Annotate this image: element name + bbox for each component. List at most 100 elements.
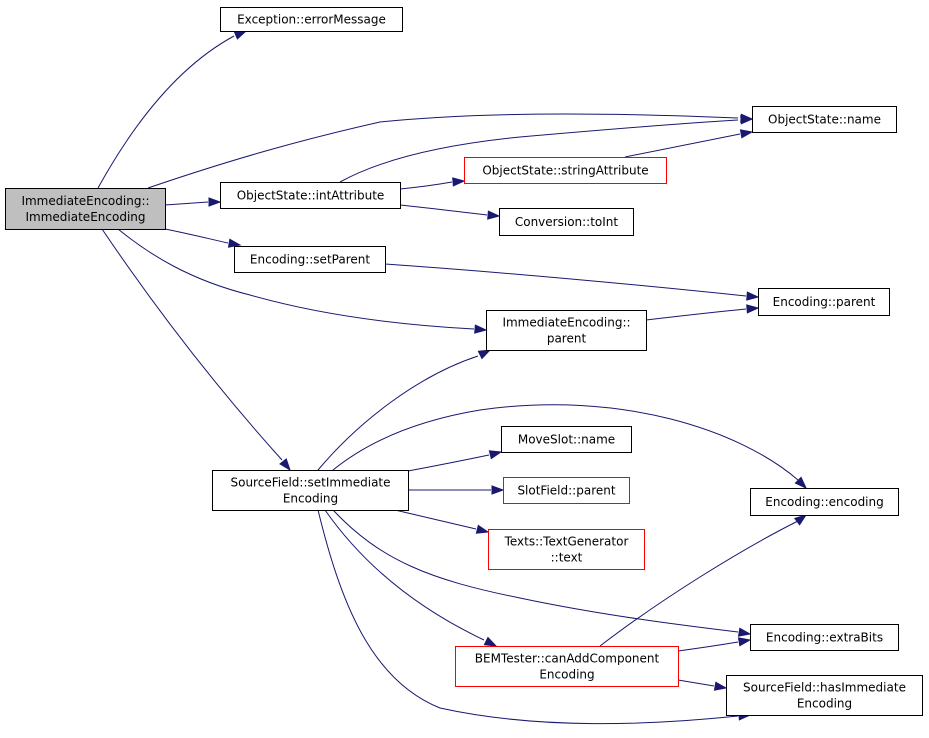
node-box xyxy=(5,188,166,230)
node-label: Encoding xyxy=(539,668,594,682)
arrowhead-icon xyxy=(474,324,488,334)
arrowhead-icon xyxy=(740,115,754,125)
node-encpar[interactable]: Encoding::parent xyxy=(758,288,890,316)
arrowhead-icon xyxy=(746,291,760,301)
arrowhead-icon xyxy=(208,197,222,207)
node-label: Encoding::extraBits xyxy=(766,631,883,645)
edge-line xyxy=(645,308,747,321)
nodes-layer: ImmediateEncoding::ImmediateEncoding Exce… xyxy=(5,7,923,716)
edge-line xyxy=(399,181,453,190)
node-box xyxy=(486,310,647,351)
node-label: Encoding::parent xyxy=(773,295,876,309)
edge-line xyxy=(324,509,485,641)
node-encxb[interactable]: Encoding::extraBits xyxy=(750,624,899,651)
node-slotpar[interactable]: SlotField::parent xyxy=(503,477,630,504)
edge-root-to-sfset xyxy=(101,228,291,472)
node-conv[interactable]: Conversion::toInt xyxy=(499,208,634,236)
edge-line xyxy=(164,201,209,206)
node-encsp[interactable]: Encoding::setParent xyxy=(234,246,386,273)
arrowhead-icon xyxy=(746,304,760,314)
edge-sfset-to-slotpar xyxy=(408,485,505,495)
arrowhead-icon xyxy=(737,637,752,647)
edge-line xyxy=(394,509,477,530)
node-box xyxy=(503,477,630,504)
edge-root-to-encsp xyxy=(164,228,242,248)
node-label: Encoding xyxy=(283,492,338,506)
node-osname[interactable]: ObjectState::name xyxy=(752,106,897,133)
edge-line xyxy=(97,35,235,189)
node-label: SourceField::setImmediate xyxy=(230,476,390,490)
edge-bem-to-encxb xyxy=(677,637,752,652)
edge-root-to-exc xyxy=(97,30,248,189)
node-msname[interactable]: MoveSlot::name xyxy=(501,426,632,453)
edge-line xyxy=(677,641,739,652)
node-label: Encoding xyxy=(797,697,852,711)
edge-line xyxy=(599,520,799,647)
node-label: SlotField::parent xyxy=(517,484,615,498)
edge-sfset-to-encxb xyxy=(332,509,752,637)
node-box xyxy=(750,488,899,516)
edge-line xyxy=(339,119,739,183)
node-label: Exception::errorMessage xyxy=(237,13,386,27)
node-label: MoveSlot::name xyxy=(518,433,615,447)
node-box xyxy=(220,182,401,209)
node-label: Texts::TextGenerator xyxy=(504,535,629,549)
edge-line xyxy=(407,454,490,472)
edge-line xyxy=(101,228,283,461)
edge-imparent-to-encpar xyxy=(645,304,760,321)
arrowhead-icon xyxy=(713,681,728,691)
arrowhead-icon xyxy=(483,636,498,647)
edge-line xyxy=(384,263,747,297)
node-box xyxy=(499,208,634,236)
arrowhead-icon xyxy=(793,514,808,526)
edge-bem-to-sfhas xyxy=(677,679,728,691)
node-label: ImmediateEncoding:: xyxy=(502,316,630,330)
node-label: ImmediateEncoding xyxy=(26,210,146,224)
node-label: Encoding::encoding xyxy=(765,495,884,509)
node-texts[interactable]: Texts::TextGenerator::text xyxy=(488,529,645,570)
edge-line xyxy=(677,679,715,687)
node-osint[interactable]: ObjectState::intAttribute xyxy=(220,182,401,209)
arrowhead-icon xyxy=(452,177,466,187)
node-box xyxy=(501,426,632,453)
edge-line xyxy=(117,228,475,330)
arrowhead-icon xyxy=(487,210,501,220)
node-box xyxy=(234,246,386,273)
node-label: BEMTester::canAddComponent xyxy=(475,652,660,666)
node-label: Encoding::setParent xyxy=(250,253,370,267)
arrowhead-icon xyxy=(475,524,490,534)
edge-line xyxy=(399,204,488,216)
edge-line xyxy=(332,509,739,633)
node-box xyxy=(455,646,679,687)
node-label: ImmediateEncoding:: xyxy=(21,194,149,208)
edge-root-to-osint xyxy=(164,197,222,207)
node-encenc[interactable]: Encoding::encoding xyxy=(750,488,899,516)
node-label: ObjectState::stringAttribute xyxy=(482,164,648,178)
node-exc[interactable]: Exception::errorMessage xyxy=(220,7,403,32)
node-imparent[interactable]: ImmediateEncoding::parent xyxy=(486,310,647,351)
arrowhead-icon xyxy=(233,30,248,40)
arrowhead-icon xyxy=(491,485,505,495)
edge-root-to-imparent xyxy=(117,228,488,334)
edge-line xyxy=(317,509,739,725)
arrowhead-icon xyxy=(227,238,242,248)
arrowhead-icon xyxy=(794,476,808,490)
edge-sfset-to-imparent xyxy=(317,349,492,471)
arrowhead-icon xyxy=(488,450,503,460)
node-label: SourceField::hasImmediate xyxy=(743,681,906,695)
arrowhead-icon xyxy=(737,627,752,637)
edge-encsp-to-encpar xyxy=(384,263,760,301)
edge-line xyxy=(332,404,799,481)
node-box xyxy=(758,288,890,316)
node-root: ImmediateEncoding::ImmediateEncoding xyxy=(5,188,166,230)
edge-osint-to-osname xyxy=(339,115,754,183)
edge-line xyxy=(164,228,229,244)
node-osstr[interactable]: ObjectState::stringAttribute xyxy=(464,157,667,184)
edge-sfset-to-encenc xyxy=(332,404,808,490)
node-label: ObjectState::intAttribute xyxy=(237,189,385,203)
node-label: ::text xyxy=(551,551,583,565)
